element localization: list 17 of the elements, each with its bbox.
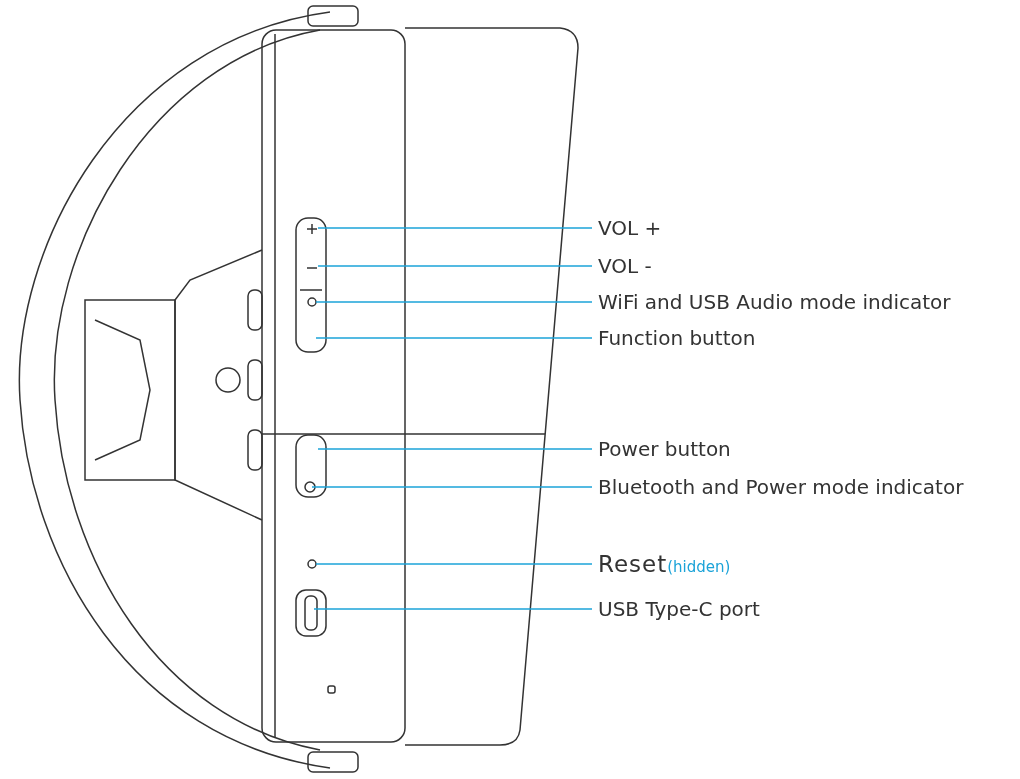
callout-note: (hidden) <box>667 558 731 576</box>
callout-label: VOL - <box>592 254 652 278</box>
leader-line <box>315 563 593 565</box>
callout-label: Bluetooth and Power mode indicator <box>592 475 964 499</box>
leader-line <box>315 301 593 303</box>
callout-label: Reset <box>598 551 668 577</box>
callout-label: USB Type-C port <box>592 597 760 621</box>
leader-line <box>313 608 593 610</box>
callout-label: VOL + <box>592 216 662 240</box>
leader-line <box>317 448 593 450</box>
callout-label: Power button <box>592 437 731 461</box>
callout-label: Function button <box>592 326 756 350</box>
leader-line <box>317 227 593 229</box>
leader-line <box>315 337 593 339</box>
callout-label: WiFi and USB Audio mode indicator <box>592 290 951 314</box>
leader-line <box>317 265 593 267</box>
leader-line <box>311 486 593 488</box>
